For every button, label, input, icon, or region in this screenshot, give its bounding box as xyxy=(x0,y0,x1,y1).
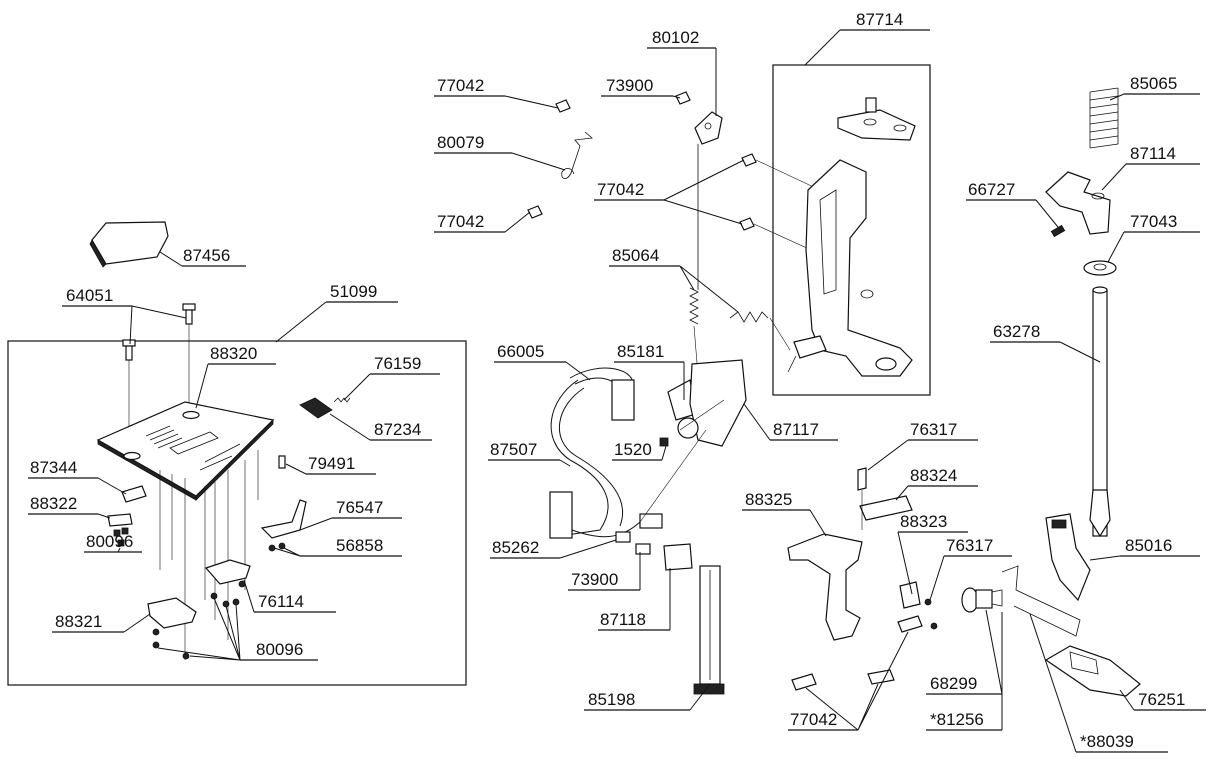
sensor-module-drawing xyxy=(639,359,747,523)
module-screws-drawing xyxy=(615,531,651,555)
presser-foot-drawing xyxy=(1044,645,1141,697)
callout-85065: 85065 xyxy=(1130,74,1177,93)
callout-88321: 88321 xyxy=(55,612,102,631)
callout-80102: 80102 xyxy=(652,28,699,47)
wire-spring-drawing xyxy=(561,131,593,179)
callout-87714: 87714 xyxy=(856,10,903,29)
frame-bracket-drawing xyxy=(787,97,916,377)
callout-77042: 77042 xyxy=(437,212,484,231)
callout-77042: 77042 xyxy=(790,710,837,729)
callout-85016: 85016 xyxy=(1125,536,1172,555)
callout-85064: 85064 xyxy=(612,246,659,265)
callout-87114: 87114 xyxy=(1130,144,1176,163)
callout-51099: 51099 xyxy=(330,282,377,301)
callout-88320: 88320 xyxy=(210,344,257,363)
callout-77043: 77043 xyxy=(1130,212,1177,231)
callout-76317: 76317 xyxy=(910,420,957,439)
callout-81256: *81256 xyxy=(930,710,984,729)
callout-87344: 87344 xyxy=(30,458,77,477)
callout-76114: 76114 xyxy=(258,592,304,611)
foot-holder-drawing xyxy=(1045,513,1091,602)
callout-1520: 1520 xyxy=(614,440,652,459)
callout-76547: 76547 xyxy=(336,498,383,517)
callout-66005: 66005 xyxy=(497,342,544,361)
bobbin-button-drawing xyxy=(299,397,351,419)
callout-80079: 80079 xyxy=(437,133,484,152)
cam-rod-drawing xyxy=(694,111,723,290)
callout-76317: 76317 xyxy=(946,536,993,555)
needle-plate-drawing xyxy=(96,401,275,660)
feed-dog-drawing xyxy=(204,559,251,608)
wire-harness-drawing xyxy=(549,367,663,539)
callout-76251: 76251 xyxy=(1138,690,1185,709)
callout-87234: 87234 xyxy=(374,420,421,439)
group-frame-87714 xyxy=(772,64,931,396)
presser-bar-bracket-drawing xyxy=(1045,171,1117,276)
callout-87456: 87456 xyxy=(183,246,230,265)
callout-88322: 88322 xyxy=(30,494,77,513)
callout-77042: 77042 xyxy=(597,180,644,199)
callout-88039: *88039 xyxy=(1080,732,1134,751)
callout-85198: 85198 xyxy=(588,690,635,709)
callout-80096: 80096 xyxy=(256,640,303,659)
callout-87117: 87117 xyxy=(773,420,819,439)
callout-87507: 87507 xyxy=(490,440,537,459)
callout-66727: 66727 xyxy=(968,180,1015,199)
group-frame-51099 xyxy=(7,340,467,686)
part-drawings xyxy=(89,87,1141,697)
callout-56858: 56858 xyxy=(336,536,383,555)
presser-bar-drawing xyxy=(1089,286,1111,538)
small-screws-drawing xyxy=(527,91,821,255)
callout-88323: 88323 xyxy=(900,512,947,531)
feed-lever-drawing xyxy=(260,455,307,552)
callout-77042: 77042 xyxy=(437,76,484,95)
thumb-screw-drawing xyxy=(961,587,1003,613)
callout-labels: 87714 80102 77042 73900 85065 80079 8711… xyxy=(30,10,1185,751)
callout-85262: 85262 xyxy=(492,538,539,557)
bracket-88322-drawing xyxy=(107,513,133,547)
callout-73900: 73900 xyxy=(606,76,653,95)
guide-bracket-drawing xyxy=(787,467,938,691)
plate-87344-drawing xyxy=(121,485,147,503)
callout-80096: 80096 xyxy=(86,532,133,551)
callout-88324: 88324 xyxy=(910,466,957,485)
bracket-88321-drawing xyxy=(147,597,197,660)
slide-cover-drawing xyxy=(89,221,169,268)
wire-guide-drawing xyxy=(1001,565,1081,637)
callout-79491: 79491 xyxy=(308,454,355,473)
callout-87118: 87118 xyxy=(600,610,646,629)
callout-73900: 73900 xyxy=(571,570,618,589)
needle-plate-screws-drawing xyxy=(122,303,196,430)
leader-lines xyxy=(28,29,1206,753)
callout-76159: 76159 xyxy=(374,354,421,373)
callout-64051: 64051 xyxy=(66,286,113,305)
compression-spring-drawing xyxy=(1089,87,1119,149)
callout-68299: 68299 xyxy=(930,674,977,693)
callout-85181: 85181 xyxy=(617,342,664,361)
lever-85198-drawing xyxy=(663,543,725,695)
callout-88325: 88325 xyxy=(745,490,792,509)
callout-63278: 63278 xyxy=(993,322,1040,341)
